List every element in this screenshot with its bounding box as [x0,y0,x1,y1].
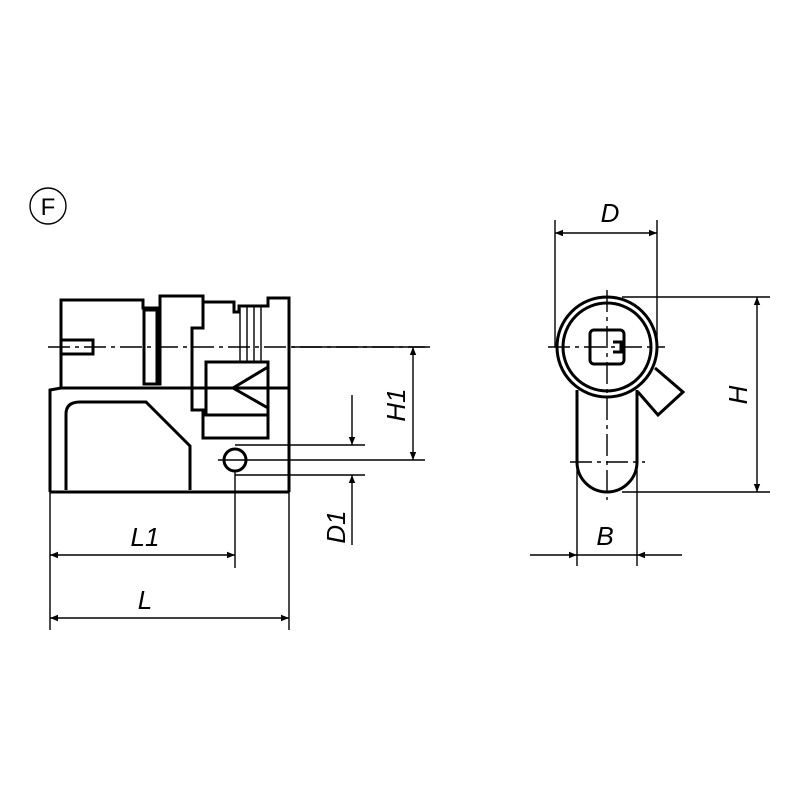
view-marker-label: F [41,194,56,221]
front-view: D H B [530,198,770,566]
side-view: H1 D1 L1 L [48,294,430,630]
dim-H: H [723,385,753,404]
dim-H1: H1 [381,388,411,421]
dim-L1: L1 [131,522,160,552]
dim-D: D [601,198,620,228]
dim-B: B [596,521,613,551]
dim-L: L [138,585,152,615]
dim-D1: D1 [321,510,351,543]
view-marker: F [29,187,67,225]
